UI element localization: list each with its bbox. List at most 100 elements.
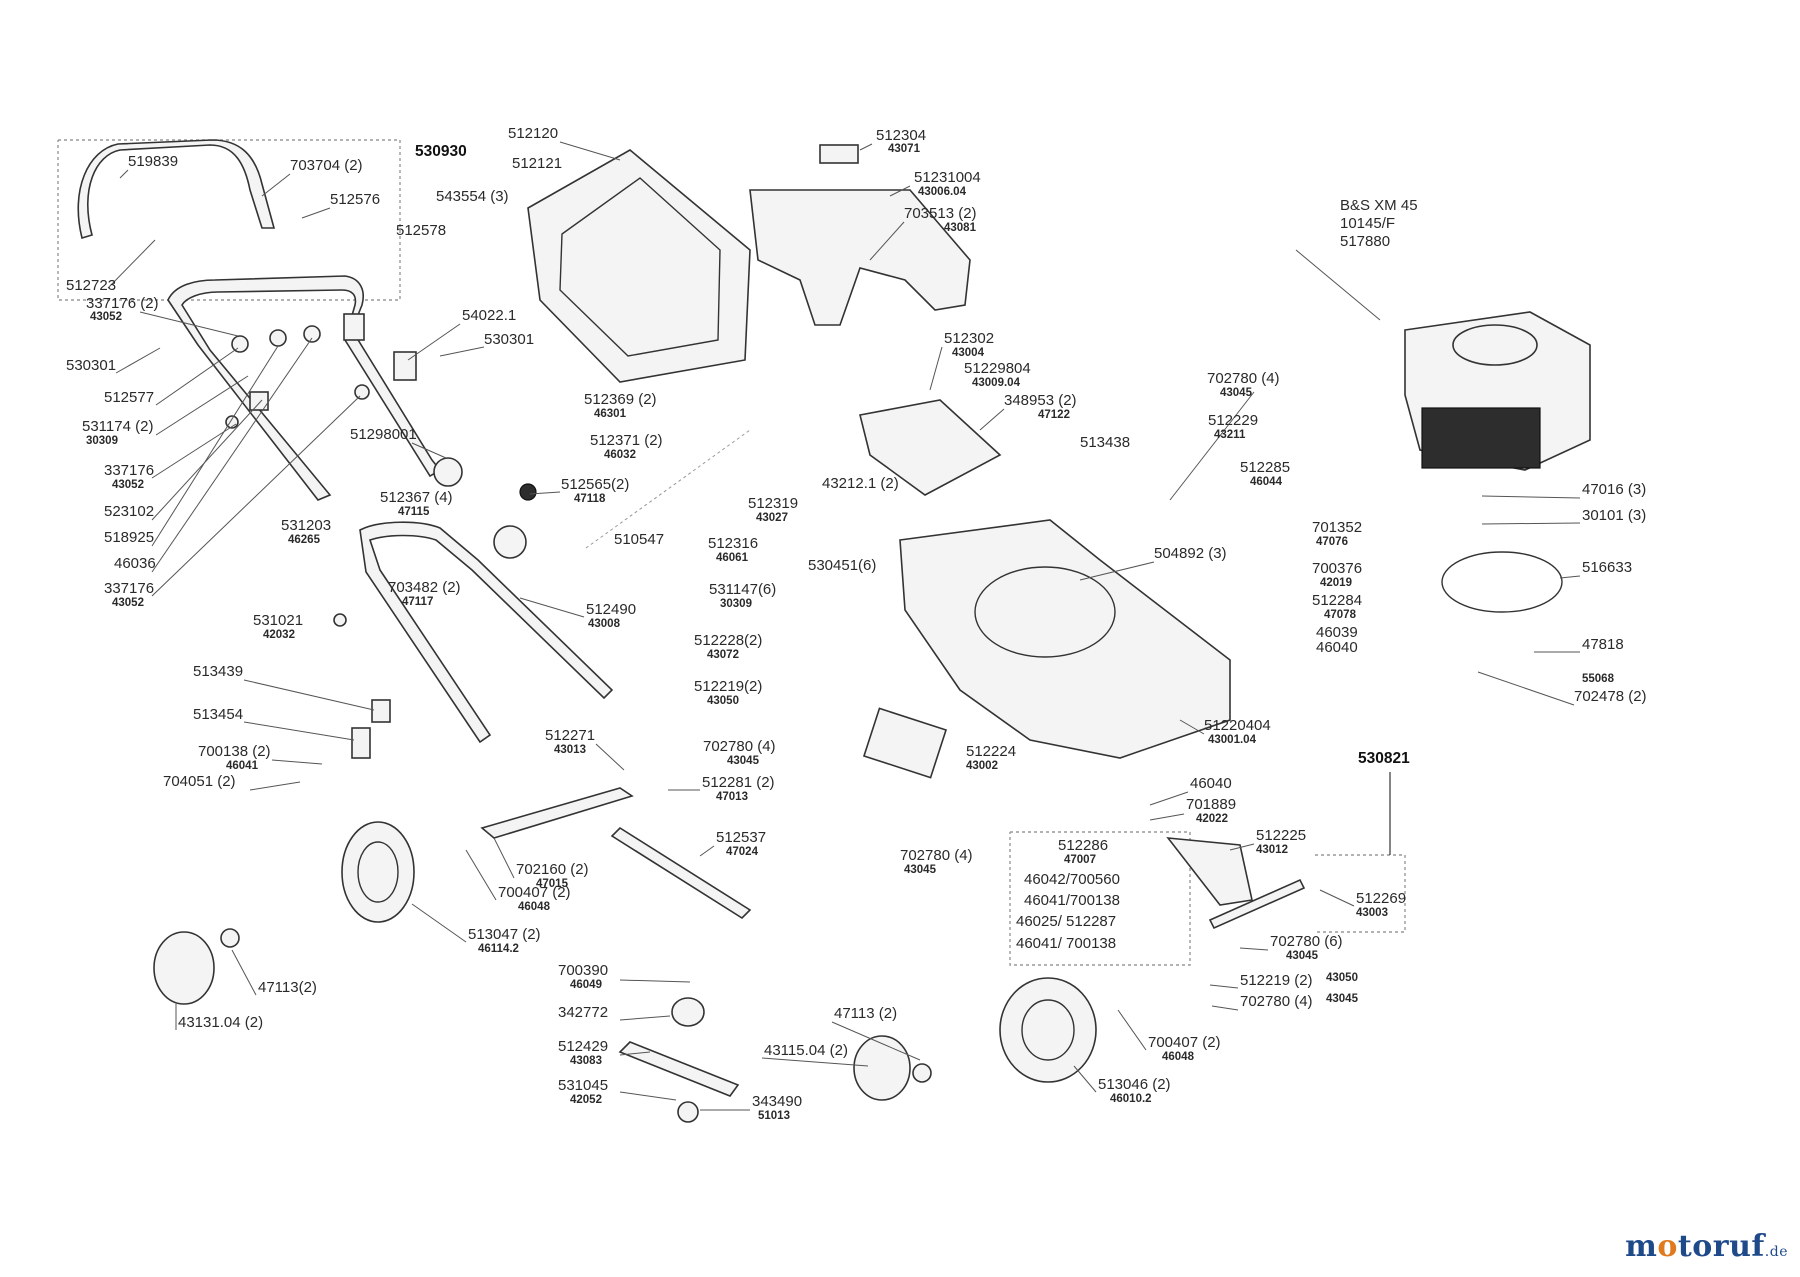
part-label-46025-512287: 46025/ 512287 <box>1016 913 1117 930</box>
part-label-512576: 512576 <box>330 191 381 208</box>
part-label-46041-700138: 46041/ 700138 <box>1016 935 1117 952</box>
part-label-703704-2: 703704 (2) <box>290 157 363 174</box>
part-label-704051-2: 704051 (2) <box>163 773 236 790</box>
part-label-43045: 43045 <box>1286 950 1318 962</box>
cable-nut <box>354 384 370 400</box>
part-label-54022-1: 54022.1 <box>462 307 517 324</box>
group-boxes <box>57 139 1406 966</box>
part-label-46114-2: 46114.2 <box>478 943 519 955</box>
part-label-337176: 337176 <box>104 462 155 479</box>
group-box-530821-left <box>1009 831 1191 966</box>
part-label-700407-2: 700407 (2) <box>498 884 571 901</box>
front-wheel <box>999 977 1097 1083</box>
rear-cover <box>859 399 1002 496</box>
handle-lever <box>393 351 417 381</box>
part-label-43001-04: 43001.04 <box>1208 734 1256 746</box>
part-label-46044: 46044 <box>1250 476 1282 488</box>
part-label-700407-2: 700407 (2) <box>1148 1034 1221 1051</box>
part-label-700390: 700390 <box>558 962 609 979</box>
part-label-702478-2: 702478 (2) <box>1574 688 1647 705</box>
part-label-337176-2: 337176 (2) <box>86 295 159 312</box>
rear-flap <box>749 144 971 326</box>
part-label-512121: 512121 <box>512 155 563 172</box>
part-label-47113-2: 47113 (2) <box>834 1005 898 1022</box>
part-label-46049: 46049 <box>570 979 602 991</box>
deflector-plate <box>862 707 948 779</box>
part-label-47016-3: 47016 (3) <box>1582 481 1647 498</box>
part-label-512429: 512429 <box>558 1038 609 1055</box>
handle-clamp <box>343 313 365 341</box>
part-label-530301: 530301 <box>66 357 117 374</box>
part-label-42032: 42032 <box>263 629 295 641</box>
part-label-43212-1-2: 43212.1 (2) <box>822 475 899 492</box>
part-label-43052: 43052 <box>112 479 144 491</box>
part-label-51220404: 51220404 <box>1204 717 1271 734</box>
part-label-703513-2: 703513 (2) <box>904 205 977 222</box>
part-label-47113-2: 47113(2) <box>258 979 317 996</box>
part-label-51229804: 51229804 <box>964 360 1031 377</box>
part-label-513438: 513438 <box>1080 434 1131 451</box>
mower-deck <box>859 399 1231 779</box>
catcher-body <box>527 149 751 383</box>
part-label-512565-2: 512565(2) <box>561 476 630 493</box>
part-label-47078: 47078 <box>1324 609 1356 621</box>
part-label-43045: 43045 <box>1220 387 1252 399</box>
part-label-43008: 43008 <box>588 618 620 630</box>
group-box-530930 <box>57 139 401 301</box>
part-label-337176: 337176 <box>104 580 155 597</box>
part-label-531147-6: 531147(6) <box>709 581 777 598</box>
part-label-519839: 519839 <box>128 153 179 170</box>
part-label-30101-3: 30101 (3) <box>1582 507 1647 524</box>
watermark-o: o <box>1657 1229 1678 1264</box>
part-label-43052: 43052 <box>90 311 122 323</box>
part-label-531021: 531021 <box>253 612 304 629</box>
catcher-mesh <box>559 177 721 357</box>
part-label-47122: 47122 <box>1038 409 1070 421</box>
handle-spring <box>519 483 537 501</box>
part-label-512490: 512490 <box>586 601 637 618</box>
rear-flap-body <box>749 189 971 326</box>
part-label-51231004: 51231004 <box>914 169 981 186</box>
part-label-46048: 46048 <box>518 901 550 913</box>
front-axle <box>1208 878 1306 930</box>
part-label-513439: 513439 <box>193 663 244 680</box>
nut-47113-right <box>912 1063 932 1083</box>
part-label-42022: 42022 <box>1196 813 1228 825</box>
handle-knob-small <box>231 335 249 353</box>
part-label-512269: 512269 <box>1356 890 1407 907</box>
part-label-43012: 43012 <box>1256 844 1288 856</box>
part-label-512367-4: 512367 (4) <box>380 489 453 506</box>
deck-opening <box>974 566 1116 658</box>
part-label-504892-3: 504892 (3) <box>1154 545 1227 562</box>
grass-catcher <box>527 149 751 383</box>
part-label-43004: 43004 <box>952 347 984 359</box>
part-label-51298001: 51298001 <box>350 426 417 443</box>
clip-531021 <box>333 613 347 627</box>
leader-lines <box>107 141 1581 1111</box>
part-label-46039: 46039 <box>1316 624 1358 641</box>
height-adjust-plate <box>1166 837 1253 906</box>
part-label-512578: 512578 <box>396 222 447 239</box>
engine-mount-plate <box>1441 551 1563 613</box>
part-label-543554-3: 543554 (3) <box>436 188 509 205</box>
blade-adapter <box>671 997 705 1027</box>
part-label-513454: 513454 <box>193 706 244 723</box>
part-label-702780-4: 702780 (4) <box>1207 370 1280 387</box>
handle-assembly <box>77 139 614 759</box>
part-label-47115: 47115 <box>398 506 430 518</box>
cable-clip <box>249 391 269 411</box>
part-label-43050: 43050 <box>1326 972 1358 984</box>
deck-shell <box>899 519 1231 759</box>
part-label-700376: 700376 <box>1312 560 1363 577</box>
handle-washer <box>269 329 287 347</box>
part-label-512225: 512225 <box>1256 827 1307 844</box>
clip-513454 <box>351 727 371 759</box>
part-label-512229: 512229 <box>1208 412 1259 429</box>
part-label-518925: 518925 <box>104 529 155 546</box>
part-label-512271: 512271 <box>545 727 596 744</box>
part-label-43072: 43072 <box>707 649 739 661</box>
part-label-43006-04: 43006.04 <box>918 186 966 198</box>
part-label-512228-2: 512228(2) <box>694 632 763 649</box>
part-label-46010-2: 46010.2 <box>1110 1093 1152 1105</box>
